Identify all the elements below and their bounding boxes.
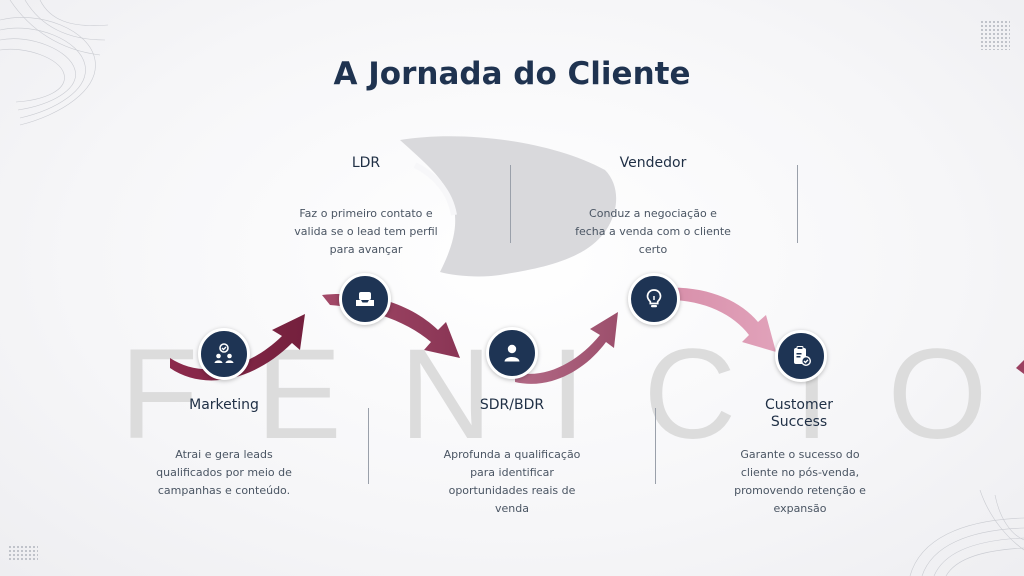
stage-label-sdr-bdr: SDR/BDR: [479, 397, 545, 413]
dot-grid-bottom-left: [8, 545, 38, 561]
vendedor-stage-icon: [628, 273, 680, 325]
sdr-stage-icon: [486, 327, 538, 379]
divider-marketing: [368, 408, 369, 484]
marketing-stage-icon: [198, 328, 250, 380]
page-title: A Jornada do Cliente: [333, 56, 691, 92]
corner-lineart-bottom-right: [909, 490, 1024, 576]
stage-description-marketing: Atrai e gera leads qualificados por meio…: [124, 446, 324, 500]
description-line: promovendo retenção e: [734, 484, 866, 497]
description-line: campanhas e conteúdo.: [157, 484, 291, 497]
description-line: certo: [638, 243, 668, 256]
stage-label-customer-success: Customer Success: [764, 397, 833, 430]
arrow-sdr-to-vendedor: [515, 312, 618, 384]
description-line: expansão: [773, 502, 827, 515]
horse-watermark-logo: [400, 136, 617, 277]
description-line: Atrai e gera leads: [175, 448, 273, 461]
description-line: venda: [495, 502, 529, 515]
stage-description-vendedor: Conduz a negociação e fecha a venda com …: [553, 205, 753, 259]
description-line: valida se o lead tem perfil: [294, 225, 438, 238]
stage-description-sdr-bdr: Aprofunda a qualificação para identifica…: [412, 446, 612, 518]
stage-label-ldr: LDR: [351, 155, 381, 171]
description-line: oportunidades reais de: [448, 484, 576, 497]
corner-lineart-top-left: [0, 0, 109, 126]
stage-description-customer-success: Garante o sucesso do cliente no pós-vend…: [700, 446, 900, 518]
description-line: cliente no pós-venda,: [740, 466, 860, 479]
user-icon: [504, 344, 520, 362]
description-line: Faz o primeiro contato e: [299, 207, 433, 220]
clipboard-check-icon: [794, 346, 812, 367]
arrow-ldr-to-sdr: [322, 294, 460, 358]
inbox-icon: [356, 292, 374, 306]
lightbulb-icon: [646, 289, 662, 308]
divider-ldr: [510, 165, 511, 243]
divider-sdr: [655, 408, 656, 484]
stage-label-vendedor: Vendedor: [619, 155, 687, 171]
arrow-edge-partial: [1016, 360, 1024, 374]
customer-success-stage-icon: [775, 330, 827, 382]
ldr-stage-icon: [339, 273, 391, 325]
users-check-icon: [214, 343, 234, 363]
description-line: fecha a venda com o cliente: [575, 225, 731, 238]
stage-label-marketing: Marketing: [189, 397, 259, 413]
divider-vendedor: [797, 165, 798, 243]
description-line: para identificar: [470, 466, 554, 479]
description-line: qualificados por meio de: [156, 466, 292, 479]
description-line: Garante o sucesso do: [740, 448, 860, 461]
description-line: para avançar: [329, 243, 403, 256]
description-line: Conduz a negociação e: [589, 207, 717, 220]
dot-grid-top-right: [980, 20, 1010, 50]
stage-description-ldr: Faz o primeiro contato e valida se o lea…: [266, 205, 466, 259]
description-line: Aprofunda a qualificação: [443, 448, 581, 461]
